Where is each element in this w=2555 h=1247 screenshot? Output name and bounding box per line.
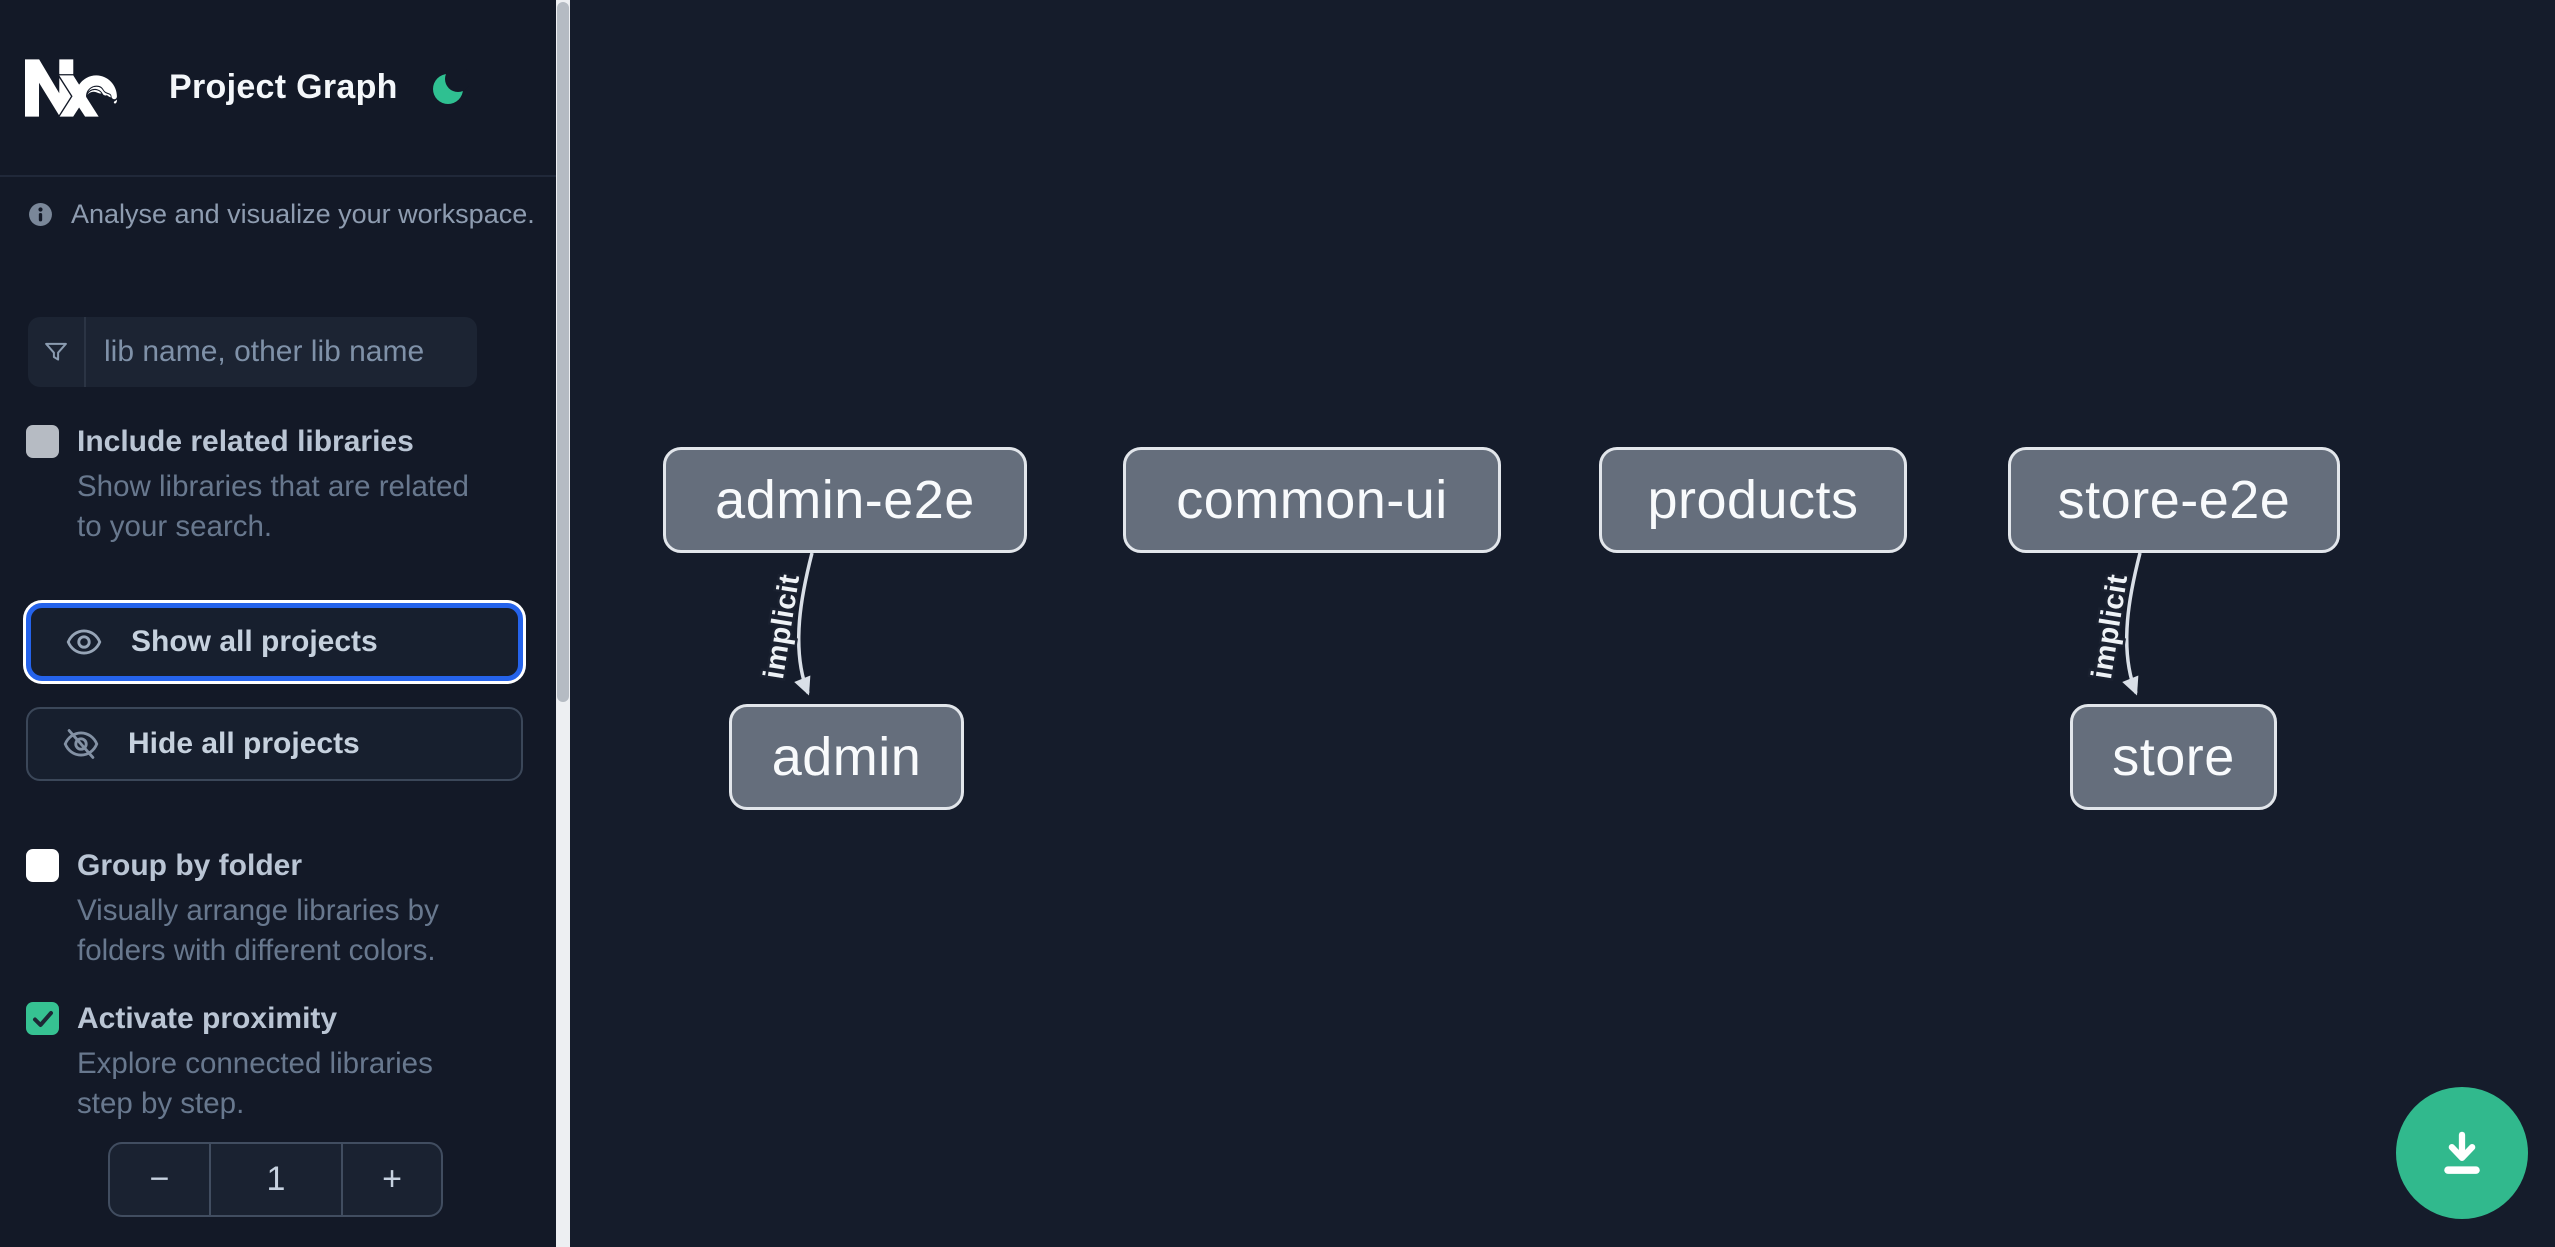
proximity-value: 1 [209, 1144, 343, 1215]
tagline-text: Analyse and visualize your workspace. [71, 199, 535, 229]
graph-node-admin-e2e[interactable]: admin-e2e [663, 447, 1027, 553]
edge-admin-e2e-admin [794, 552, 814, 696]
sidebar-resizer[interactable] [556, 0, 570, 1247]
proximity-decrement-button[interactable]: − [110, 1144, 209, 1215]
proximity-stepper: − 1 + [108, 1142, 443, 1217]
show-all-projects-button[interactable]: Show all projects [26, 603, 523, 681]
activate-proximity-description: Explore connected libraries step by step… [77, 1047, 433, 1120]
activate-proximity-option: Activate proximity Explore connected lib… [26, 1000, 496, 1124]
proximity-increment-button[interactable]: + [343, 1144, 441, 1215]
include-related-option: Include related libraries Show libraries… [26, 423, 496, 547]
workspace-tagline: Analyse and visualize your workspace. [28, 199, 535, 230]
eye-icon [66, 629, 102, 655]
show-all-projects-label: Show all projects [131, 625, 378, 658]
graph-edges: implicit implicit [756, 552, 2142, 696]
page-title: Project Graph [169, 68, 398, 106]
group-by-folder-checkbox[interactable] [26, 849, 59, 882]
graph-node-admin[interactable]: admin [729, 704, 964, 810]
sidebar-header: Project Graph [0, 0, 556, 177]
include-related-description: Show libraries that are related to your … [77, 470, 469, 543]
graph-node-store-e2e[interactable]: store-e2e [2008, 447, 2340, 553]
graph-canvas[interactable]: implicit implicit admin-e2e common-ui pr… [570, 0, 2555, 1247]
filter-funnel-icon [28, 317, 86, 387]
hide-all-projects-label: Hide all projects [128, 727, 360, 760]
edge-store-e2e-store [2122, 552, 2142, 696]
search-input[interactable] [86, 317, 477, 387]
hide-all-projects-button[interactable]: Hide all projects [26, 707, 523, 781]
graph-node-products[interactable]: products [1599, 447, 1907, 553]
sidebar: Project Graph Analyse and visualize your… [0, 0, 556, 1247]
group-by-folder-label: Group by folder [77, 849, 302, 882]
theme-toggle-moon-icon[interactable] [431, 65, 471, 107]
graph-node-store[interactable]: store [2070, 704, 2277, 810]
search-box [28, 317, 477, 387]
group-by-folder-option: Group by folder Visually arrange librari… [26, 847, 496, 971]
graph-node-common-ui[interactable]: common-ui [1123, 447, 1501, 553]
info-icon [29, 203, 52, 226]
download-icon [2444, 1131, 2480, 1174]
download-graph-button[interactable] [2396, 1087, 2528, 1219]
check-icon [32, 1010, 53, 1027]
activate-proximity-label: Activate proximity [77, 1002, 338, 1035]
group-by-folder-description: Visually arrange libraries by folders wi… [77, 894, 439, 967]
eye-slash-icon [63, 729, 99, 759]
activate-proximity-checkbox[interactable] [26, 1002, 59, 1035]
include-related-label: Include related libraries [77, 425, 414, 458]
nx-logo [25, 58, 117, 117]
sidebar-scrollbar-thumb[interactable] [557, 2, 569, 702]
include-related-checkbox[interactable] [26, 425, 59, 458]
